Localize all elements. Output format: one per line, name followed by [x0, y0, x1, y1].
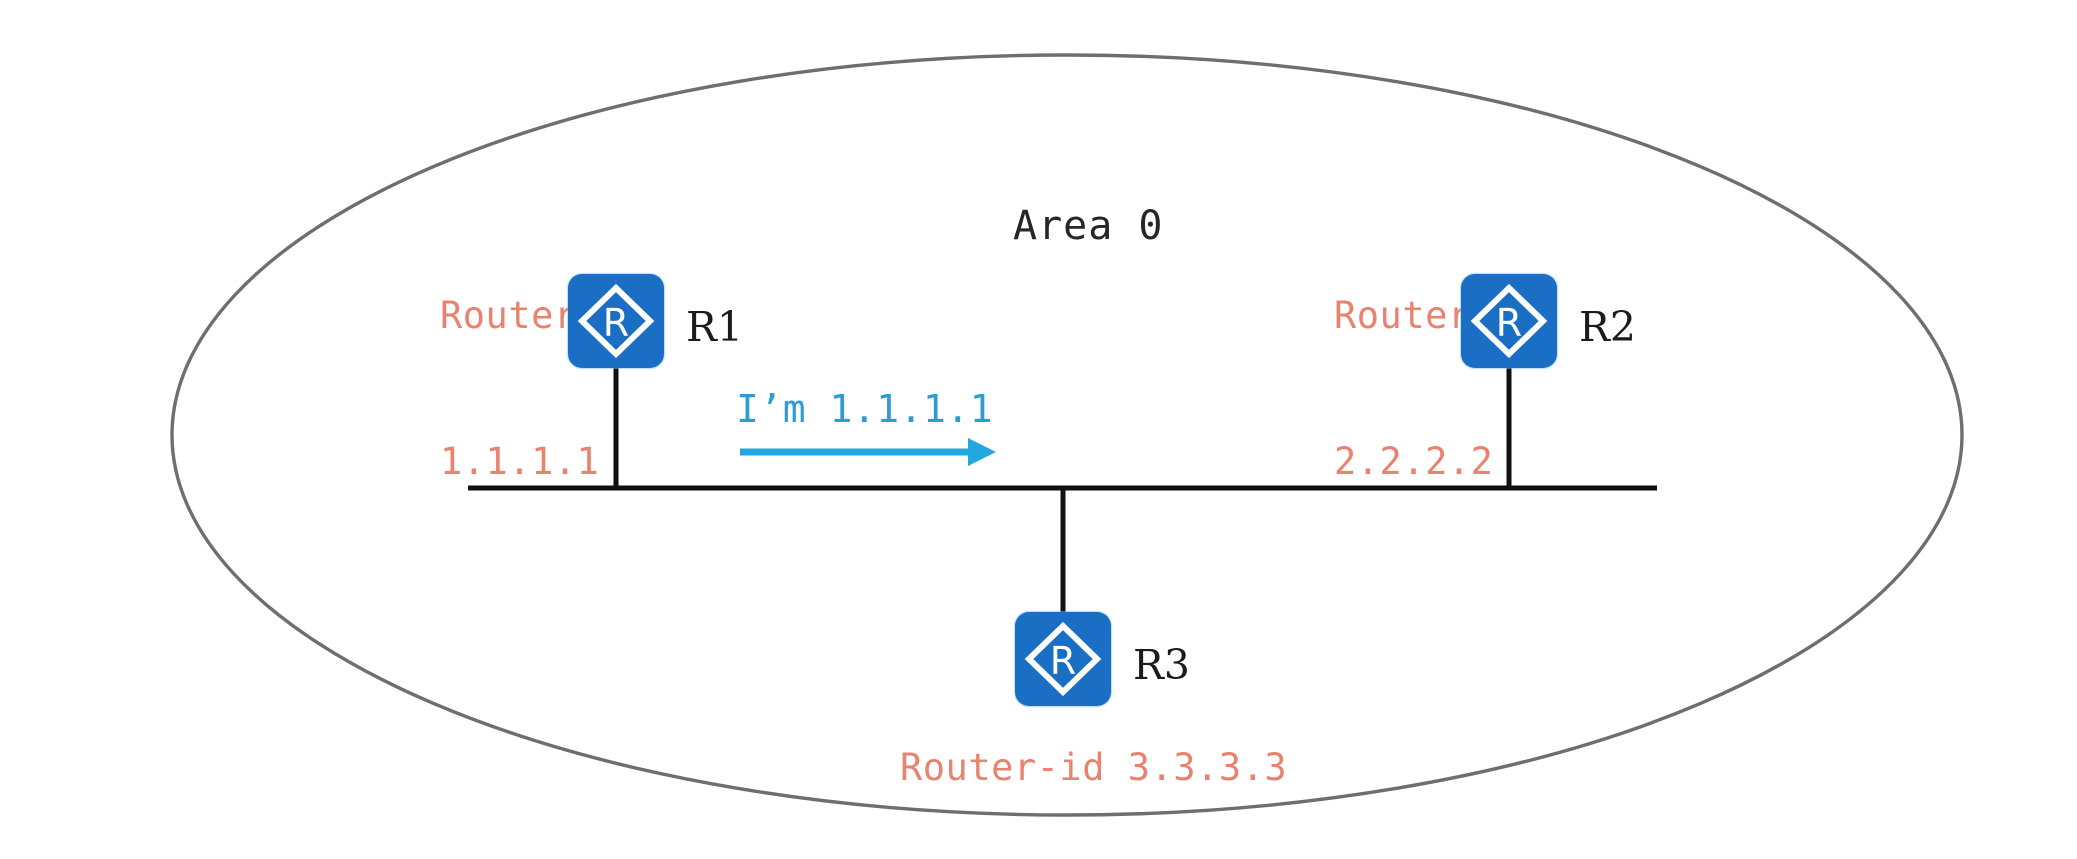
router-icon-r2[interactable]: R	[1461, 274, 1557, 368]
router-id-label-r1: Router-id 1.1.1.1	[440, 194, 645, 585]
svg-text:R: R	[1496, 301, 1522, 345]
area-label: Area 0	[1013, 203, 1164, 249]
area-boundary-ellipse	[170, 53, 1964, 817]
svg-text:R: R	[1050, 639, 1076, 683]
router-id-label-r3: Router-id 3.3.3.3	[900, 746, 1288, 789]
router-name-r3: R3	[1133, 641, 1190, 689]
router-name-r1: R1	[686, 303, 743, 351]
router-id-label-r2: Router-id 2.2.2.2	[1334, 194, 1539, 585]
router-icon-r1[interactable]: R	[568, 274, 664, 368]
router-id-label-r1-line2: 1.1.1.1	[440, 440, 600, 484]
advertisement-label: I’m 1.1.1.1	[736, 387, 994, 431]
router-icon-r3[interactable]: R	[1015, 612, 1111, 706]
advertisement-arrow	[740, 438, 996, 466]
svg-text:R: R	[603, 301, 629, 345]
router-id-label-r2-line2: 2.2.2.2	[1334, 440, 1494, 484]
router-name-r2: R2	[1579, 303, 1636, 351]
